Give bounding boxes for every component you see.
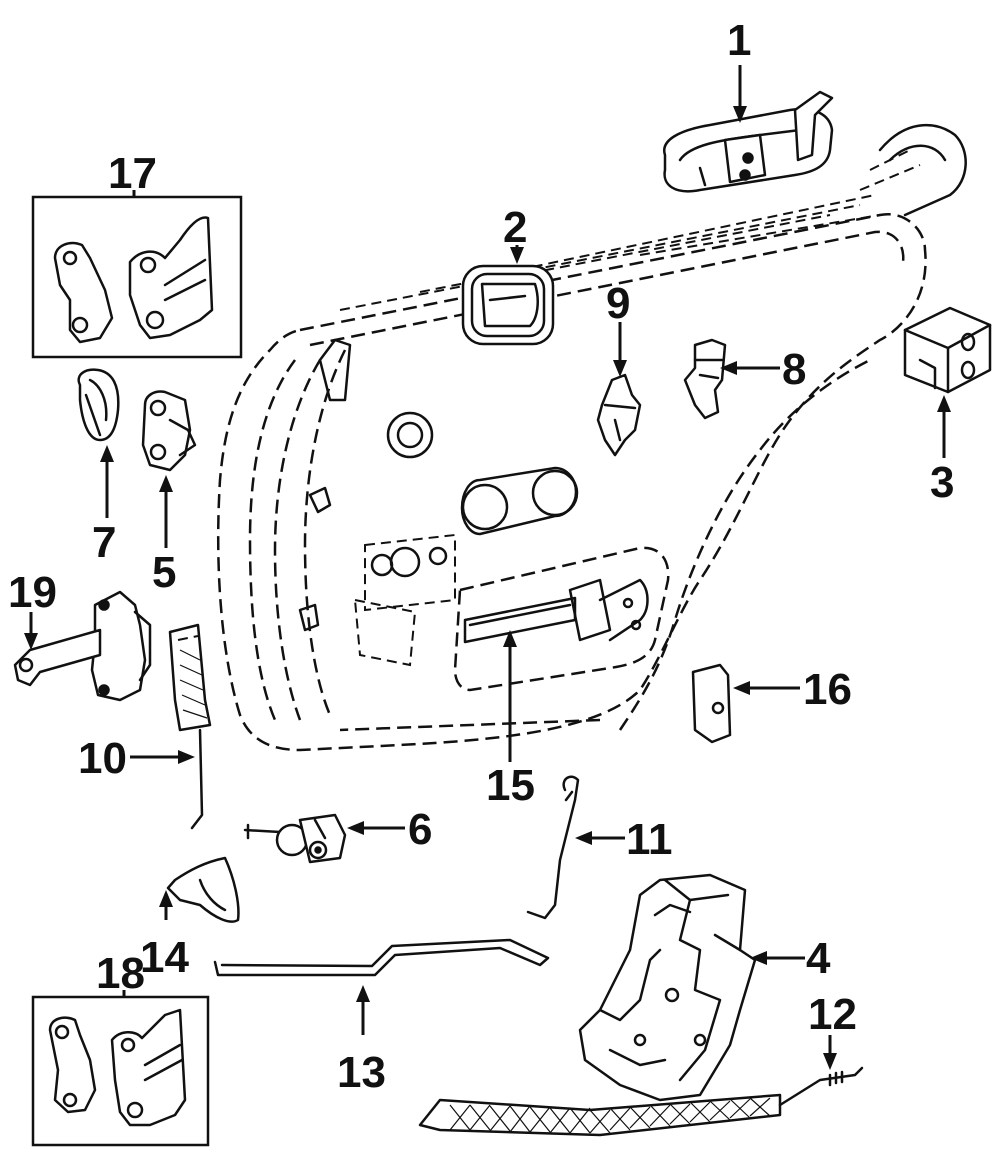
part-15-regulator	[468, 603, 572, 627]
part-17-upper-hinge-box	[31, 195, 243, 359]
part-4-latch	[578, 873, 757, 1102]
door-shell	[216, 123, 967, 752]
callout-5: 5	[152, 548, 176, 597]
callout-15: 15	[486, 761, 535, 810]
part-6-striker	[243, 813, 347, 864]
callout-16: 16	[803, 665, 852, 714]
callout-7: 7	[92, 518, 116, 567]
part-16-bracket	[691, 663, 732, 744]
callout-11: 11	[626, 815, 673, 864]
callout-6: 6	[408, 805, 432, 854]
callout-9: 9	[606, 279, 630, 328]
part-18-lower-hinge-box	[31, 995, 210, 1147]
part-3-bracket	[903, 306, 992, 394]
callout-4: 4	[806, 934, 831, 983]
part-10-lock-rod	[168, 623, 212, 830]
part-9-cylinder-clip	[596, 373, 642, 457]
callout-10: 10	[78, 734, 127, 783]
part-2-handle-bezel	[461, 264, 555, 346]
callout-3: 3	[930, 458, 954, 507]
callout-14: 14	[140, 933, 189, 982]
part-12-rod-shield	[418, 1066, 864, 1137]
callout-13: 13	[337, 1048, 386, 1097]
callout-18: 18	[96, 949, 145, 998]
part-19-check-strap	[13, 590, 152, 702]
callout-12: 12	[808, 990, 857, 1039]
part-11-rod	[526, 775, 580, 920]
leader-lines	[24, 65, 951, 1070]
callout-17: 17	[108, 149, 157, 198]
callout-2: 2	[503, 203, 527, 252]
part-1-outside-handle	[663, 90, 834, 193]
callout-1: 1	[727, 16, 751, 65]
part-5-check-bracket	[141, 390, 197, 472]
callout-8: 8	[782, 345, 806, 394]
callout-labels: 1 2 3 4 5 6 7 8 9 10 11 12 13 14 15 16 1…	[8, 16, 954, 1097]
part-13-long-rod	[213, 938, 550, 977]
callout-19: 19	[8, 568, 57, 617]
part-8-rod-clip	[683, 338, 727, 420]
part-14-shield	[166, 856, 240, 923]
part-7-clip	[77, 368, 120, 442]
